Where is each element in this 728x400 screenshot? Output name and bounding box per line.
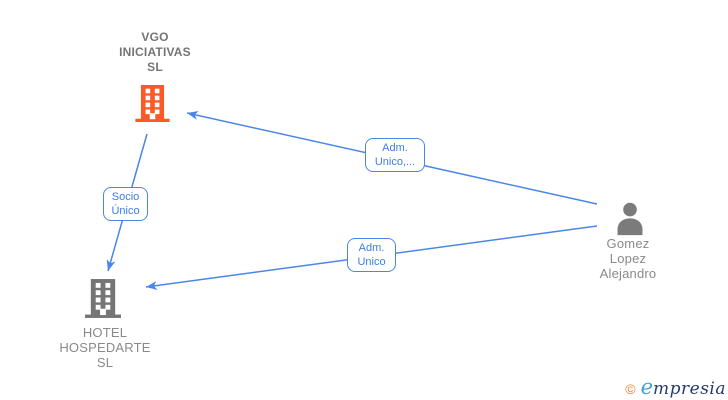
- person-name-line: Gomez: [606, 236, 650, 251]
- edge-label-line: Socio: [111, 191, 140, 203]
- empresia-watermark: © e mpresia: [625, 377, 726, 398]
- person-name-line: Alejandro: [599, 266, 657, 281]
- edge-label-line: Único: [111, 205, 140, 217]
- copyright-icon: ©: [625, 381, 636, 397]
- edge-label-line: Unico,...: [374, 156, 416, 168]
- company-name-line: VGO: [141, 30, 169, 44]
- person-icon[interactable]: [613, 201, 647, 238]
- building-icon[interactable]: [135, 85, 170, 122]
- company-name-hotel: HOTEL HOSPEDARTE SL: [30, 325, 180, 370]
- edge-label-socio-unico[interactable]: Socio Único: [103, 187, 148, 221]
- company-name-line: SL: [147, 60, 163, 74]
- company-name-line: HOSPEDARTE: [59, 340, 151, 355]
- edge-label-adm-unico-multi[interactable]: Adm. Unico,...: [365, 138, 425, 172]
- edge-label-adm-unico[interactable]: Adm. Unico: [347, 238, 396, 272]
- building-icon[interactable]: [85, 279, 121, 318]
- company-name-line: INICIATIVAS: [119, 45, 191, 59]
- company-name-line: HOTEL: [82, 325, 128, 340]
- edge-label-line: Unico: [357, 256, 386, 268]
- edge-label-line: Adm.: [358, 242, 385, 254]
- empresia-logo-text: mpresia: [653, 379, 726, 399]
- person-name: Gomez Lopez Alejandro: [578, 236, 678, 281]
- empresia-logo-e: e: [640, 375, 653, 399]
- company-name-line: SL: [96, 355, 114, 370]
- company-name-vgo: VGO INICIATIVAS SL: [70, 30, 240, 75]
- person-name-line: Lopez: [609, 251, 647, 266]
- edge-label-line: Adm.: [382, 142, 408, 154]
